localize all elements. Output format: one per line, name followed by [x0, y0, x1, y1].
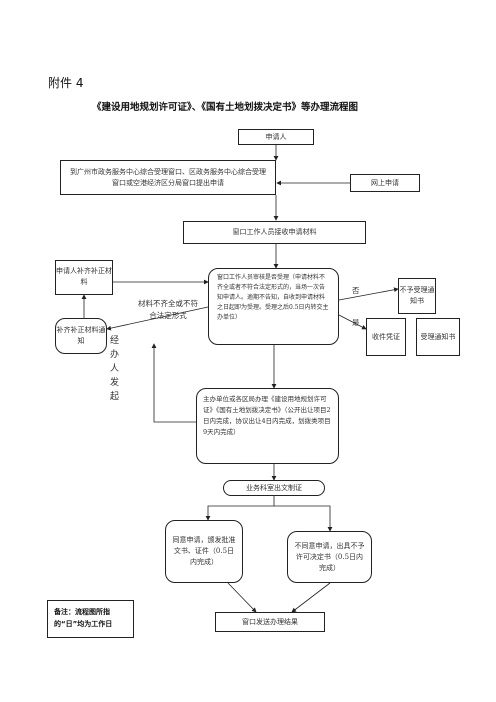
edge-label-after-review: 经办人发起 — [110, 336, 120, 402]
handling-unit-text: 主办单位或各区局办理《建设用地规划许可证》《国有土地划拨决定书》（公开出让项目2… — [203, 395, 331, 436]
supplement-materials-text: 申请人补齐补正材料 — [56, 267, 112, 286]
edge-review-receipt — [338, 314, 367, 330]
node-receipt: 收件凭证 — [366, 318, 406, 356]
note-box: 备注：流程图所指的“日”均为工作日 — [47, 600, 134, 638]
node-window-receive: 窗口工作人员接收申请材料 — [183, 221, 366, 244]
note-text: 备注：流程图所指的“日”均为工作日 — [54, 608, 113, 628]
edge-handling-loop — [151, 343, 196, 423]
edge-document-disapprove — [274, 505, 333, 532]
node-reject-notice: 不予受理通知书 — [398, 278, 436, 314]
edge-review-reject — [338, 287, 399, 301]
node-approve: 同意申请，颁发批准文书、证件（0.5日内完成） — [165, 520, 243, 583]
attachment-label: 附件 4 — [48, 76, 84, 90]
review-text: 窗口工作人员审核是否受理（申请材料不齐全或者不符合法定形式的，当场一次告知申请人… — [217, 274, 329, 321]
node-document-issue: 业务科室出文制证 — [223, 480, 325, 496]
node-submit-window: 到广州市政务服务中心综合受理窗口、区政务服务中心综合受理窗口或空港经济区分局窗口… — [60, 160, 276, 195]
page-title: 《建设用地规划许可证》、《国有土地划拨决定书》等办理流程图 — [92, 102, 359, 113]
node-supplement-notice: 补齐补正材料通知 — [55, 318, 107, 354]
node-result-delivery: 窗口发送办理结果 — [215, 612, 325, 632]
edge-label-incomplete: 材料不齐全或不符合法定形式 — [138, 299, 198, 320]
node-review: 窗口工作人员审核是否受理（申请材料不齐全或者不符合法定形式的，当场一次告知申请人… — [208, 268, 339, 345]
edge-document-approve — [205, 496, 275, 521]
node-disapprove: 不同意申请，出具不予许可决定书（0.5日内完成） — [287, 531, 372, 583]
node-applicant: 申请人 — [238, 129, 314, 145]
node-supplement-materials: 申请人补齐补正材料 — [55, 260, 113, 295]
node-accept-notice: 受理通知书 — [416, 318, 460, 356]
edge-disapprove-result — [291, 582, 331, 613]
edge-review-supplement — [106, 306, 209, 331]
node-handling-unit: 主办单位或各区局办理《建设用地规划许可证》《国有土地划拨决定书》（公开出让项目2… — [196, 388, 339, 464]
node-online-application: 网上申请 — [350, 174, 420, 192]
edge-label-yes: 是 — [352, 318, 360, 327]
edge-label-no: 否 — [352, 286, 360, 295]
edge-approve-result — [227, 582, 257, 613]
